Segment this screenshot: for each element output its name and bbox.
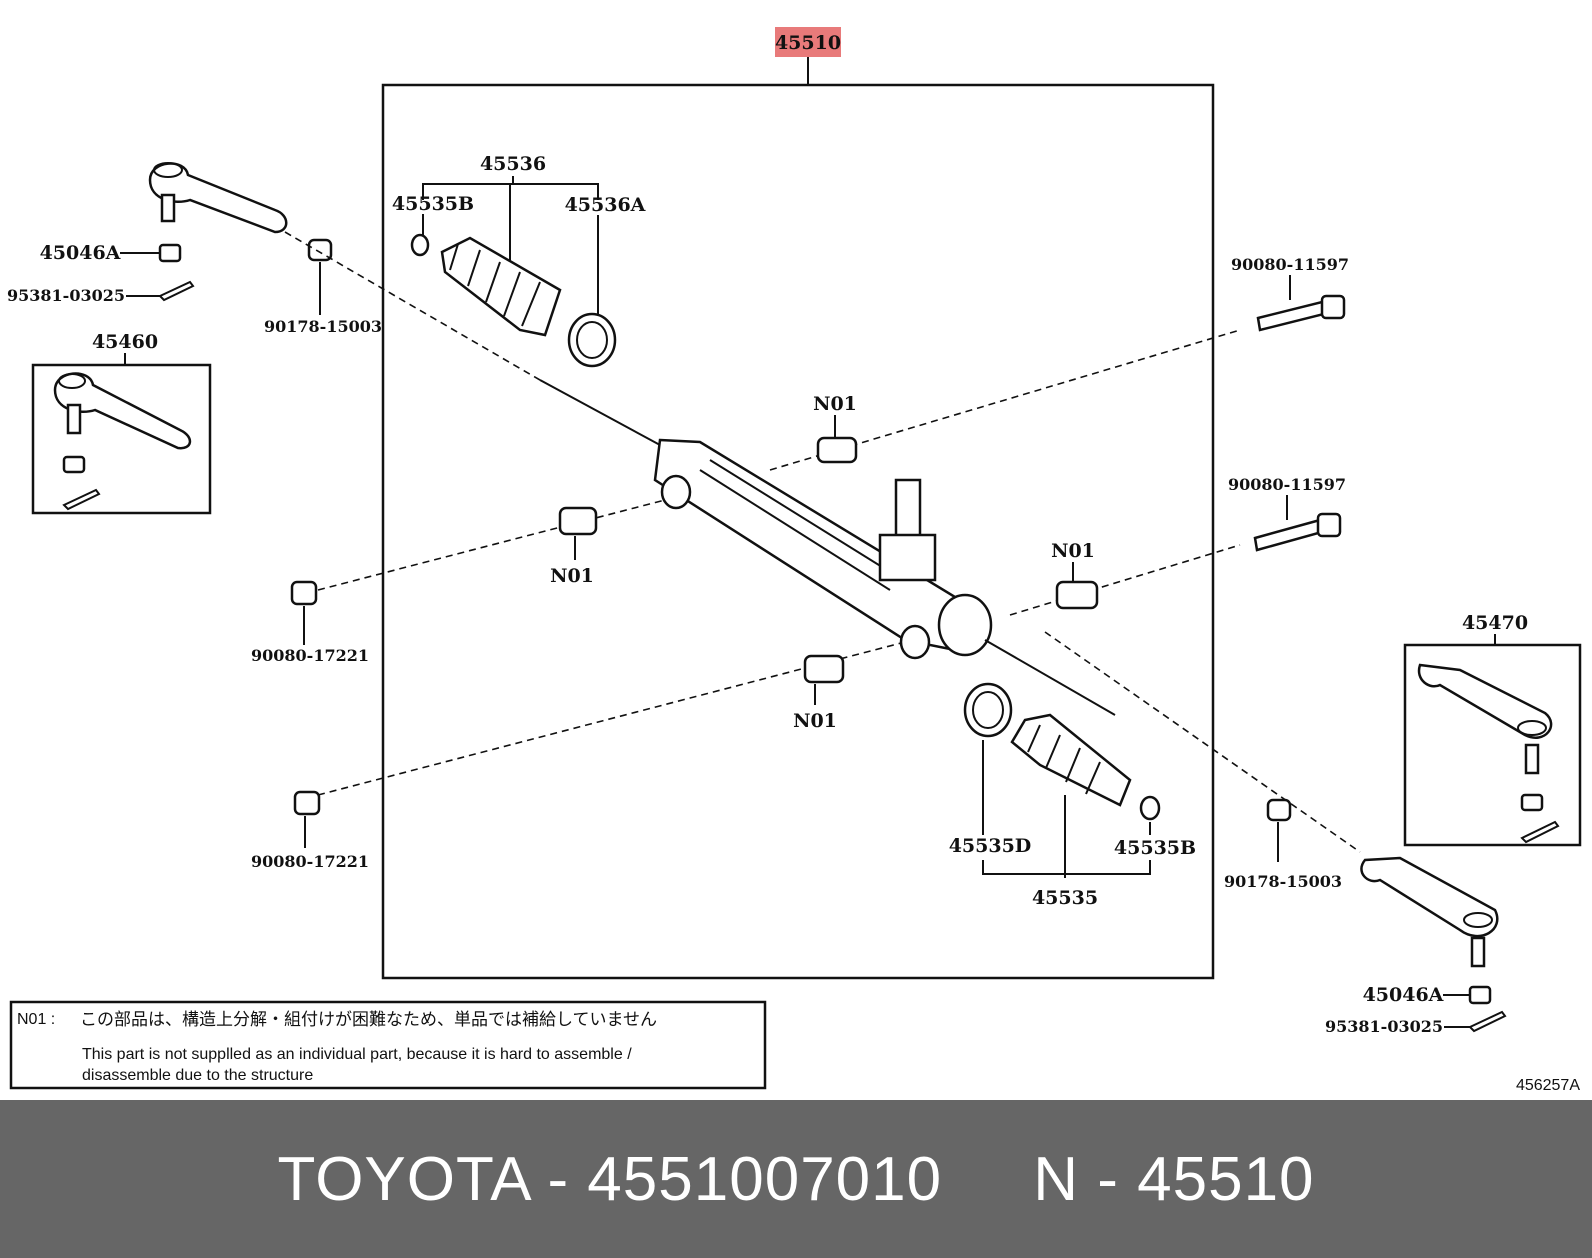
tie-rod-end-box-right-stud [1524, 743, 1540, 775]
assembly-frame [381, 83, 1215, 980]
axis-right [1044, 631, 1361, 853]
note-japanese: この部品は、構造上分解・組付けが困難なため、単品では補給していません [80, 1010, 657, 1030]
footer-banner: TOYOTA - 4551007010 N - 45510 [0, 1100, 1592, 1258]
note-english-line2: disassemble due to the structure [82, 1067, 313, 1084]
axis-nut-mid [317, 499, 666, 591]
tie-rod-end-right-box [1403, 643, 1582, 847]
callout-90178-left[interactable]: 90178-15003 [264, 317, 382, 336]
callout-45510[interactable]: 45510 [775, 32, 841, 54]
highlight-bg [775, 27, 841, 57]
note-box [9, 1000, 767, 1090]
callout-90080-17221-mid[interactable]: 90080-17221 [251, 646, 369, 665]
pinion-shaft-icon [894, 478, 922, 542]
nut-mid-left-icon [290, 580, 318, 606]
pinion-housing-icon [878, 533, 937, 582]
tie-rod-end-left-stud [160, 193, 176, 223]
bolt-mid-head [1316, 512, 1342, 538]
bushing-right-icon [1266, 798, 1292, 822]
callout-90080-top[interactable]: 90080-11597 [1231, 255, 1349, 274]
nut-low-left-icon [293, 790, 321, 816]
mount-left-icon [660, 474, 692, 510]
tie-rod-end-right-stud [1470, 936, 1486, 968]
callout-95381-left[interactable]: 95381-03025 [7, 286, 125, 305]
note-english-line1: This part is not supplled as an individu… [82, 1046, 632, 1063]
axis-bolt-mid [1009, 544, 1241, 616]
housing-line-1 [699, 469, 891, 591]
callout-45536a[interactable]: 45536A [565, 194, 646, 216]
nut-box-left-icon [62, 455, 86, 474]
diagram-canvas: 45510 45536 45535B 45536A 45046A 95381-0… [7, 27, 1582, 1094]
clamp-right-icon [1139, 795, 1161, 821]
callout-90080-mid[interactable]: 90080-11597 [1228, 475, 1346, 494]
callout-45046a-left[interactable]: 45046A [40, 242, 121, 264]
tie-rod-end-left-eye [153, 162, 183, 178]
boot-left-ribs [449, 243, 541, 327]
callout-45535b-left[interactable]: 45535B [392, 193, 474, 215]
inner-rod-right [984, 639, 1116, 716]
axis-left [284, 231, 541, 381]
callout-45535[interactable]: 45535 [1032, 887, 1098, 909]
axis-bolt-top [769, 329, 1241, 471]
tie-rod-end-right-eye [1463, 912, 1493, 928]
boot-right-icon [1010, 713, 1132, 807]
bracket-45535 [982, 860, 1151, 875]
n01-bushing-left-icon [558, 506, 598, 536]
cotter-pin-box-right-icon [1520, 820, 1560, 844]
diagram-id: 456257A [1516, 1077, 1580, 1094]
clamp-left-icon [410, 233, 430, 257]
boot-right-ribs [1027, 724, 1101, 795]
callout-n01-right[interactable]: N01 [1051, 540, 1095, 562]
callout-45460[interactable]: 45460 [92, 331, 158, 353]
band-right-inner [972, 691, 1004, 729]
callout-45535d[interactable]: 45535D [949, 835, 1032, 857]
cotter-pin-right-icon [1468, 1010, 1507, 1033]
housing-line-2 [709, 459, 896, 576]
nut-box-right-icon [1520, 793, 1544, 812]
tie-rod-end-left-box [31, 363, 212, 515]
tie-rod-end-box-left-stud [66, 403, 82, 435]
note-code: N01 : [17, 1011, 55, 1028]
callout-n01-bottom[interactable]: N01 [793, 710, 837, 732]
bolt-mid-icon [1253, 518, 1324, 552]
callout-45470[interactable]: 45470 [1462, 612, 1528, 634]
n01-bushing-bottom-icon [803, 654, 845, 684]
tie-rod-end-right-icon [1360, 856, 1499, 938]
callout-95381-right[interactable]: 95381-03025 [1325, 1017, 1443, 1036]
callout-45046a-right[interactable]: 45046A [1363, 984, 1444, 1006]
band-left-inner [576, 321, 608, 359]
cotter-pin-left-icon [158, 280, 195, 302]
boot-left-icon [440, 236, 562, 337]
callout-n01-left[interactable]: N01 [550, 565, 594, 587]
bolt-top-icon [1256, 300, 1326, 332]
bolt-top-head [1320, 294, 1346, 320]
mount-right-icon [899, 624, 931, 660]
tie-rod-end-box-right-icon [1417, 663, 1553, 739]
callout-45535b-right[interactable]: 45535B [1114, 837, 1196, 859]
callout-90178-right[interactable]: 90178-15003 [1224, 872, 1342, 891]
n01-bushing-right-icon [1055, 580, 1099, 610]
n01-bushing-top-icon [816, 436, 858, 464]
callout-n01-top[interactable]: N01 [813, 393, 857, 415]
nut-right-icon [1468, 985, 1492, 1005]
callout-45536[interactable]: 45536 [480, 153, 546, 175]
tie-rod-end-box-left-eye [58, 373, 86, 389]
rack-end-icon [937, 593, 993, 657]
parts-diagram: 45510 45536 45535B 45536A 45046A 95381-0… [7, 27, 1582, 1094]
bushing-left-icon [307, 238, 333, 262]
footer-part-number: TOYOTA - 4551007010 N - 45510 [277, 1145, 1315, 1214]
callout-90080-17221-low[interactable]: 90080-17221 [251, 852, 369, 871]
tie-rod-end-box-right-eye [1517, 720, 1547, 736]
inner-rod-left [539, 379, 661, 446]
cotter-pin-box-left-icon [62, 488, 101, 511]
nut-left-icon [158, 243, 182, 263]
